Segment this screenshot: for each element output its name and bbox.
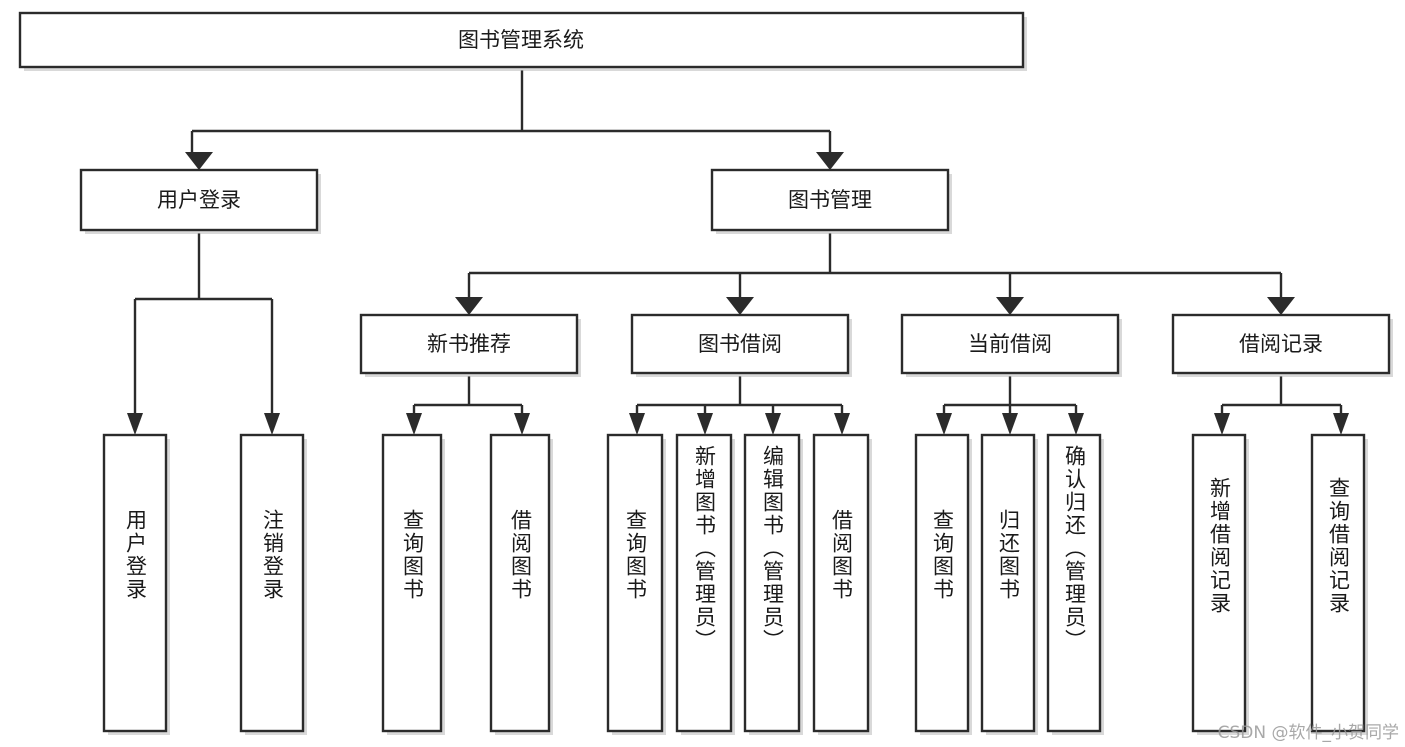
arrowhead-leaf-user-login	[127, 413, 143, 435]
node-leaf-user-login[interactable]	[102, 433, 170, 735]
root-box	[18, 11, 1025, 69]
node-leaf-user-logout[interactable]	[239, 433, 307, 735]
node-leaf-query-book-1[interactable]	[381, 433, 445, 735]
arrowhead-leaf-borrow-book-1	[514, 413, 530, 435]
node-leaf-return-book[interactable]	[980, 433, 1038, 735]
arrowhead-leaf-return-book	[1002, 413, 1018, 435]
user-login-label: 用户登录	[157, 188, 241, 212]
node-borrow-record[interactable]: 借阅记录	[1171, 313, 1393, 377]
root-label: 图书管理系统	[458, 28, 584, 52]
arrowhead-layer	[127, 152, 1349, 435]
arrowhead-leaf-confirm-return	[1068, 413, 1084, 435]
node-leaf-query-book-2[interactable]	[606, 433, 666, 735]
node-leaf-add-book[interactable]	[675, 433, 735, 735]
book-borrow-label: 图书借阅	[698, 332, 782, 356]
arrowhead-current-borrow	[996, 297, 1024, 315]
book-borrow-box	[630, 313, 850, 375]
node-user-login[interactable]: 用户登录	[79, 168, 321, 234]
arrowhead-leaf-edit-book	[765, 413, 781, 435]
node-leaf-edit-book[interactable]	[743, 433, 803, 735]
arrowhead-leaf-query-book-1	[406, 413, 422, 435]
node-book-manage[interactable]: 图书管理	[710, 168, 952, 234]
arrowhead-leaf-add-book	[697, 413, 713, 435]
node-leaf-query-record[interactable]	[1310, 433, 1368, 735]
leaf-node-layer	[102, 433, 1368, 735]
book-manage-label: 图书管理	[788, 188, 872, 212]
node-leaf-add-record[interactable]	[1191, 433, 1249, 735]
arrowhead-new-book-rec	[455, 297, 483, 315]
arrowhead-book-manage	[816, 152, 844, 170]
arrowhead-leaf-query-book-3	[936, 413, 952, 435]
arrowhead-leaf-borrow-book-2	[834, 413, 850, 435]
new-book-rec-label: 新书推荐	[427, 332, 511, 356]
node-leaf-borrow-book-1[interactable]	[489, 433, 553, 735]
borrow-record-label: 借阅记录	[1239, 332, 1323, 356]
user-login-box	[79, 168, 319, 232]
arrowhead-leaf-query-record	[1333, 413, 1349, 435]
arrowhead-book-borrow	[726, 297, 754, 315]
arrowhead-leaf-add-record	[1214, 413, 1230, 435]
node-root[interactable]: 图书管理系统	[18, 11, 1027, 71]
book-manage-box	[710, 168, 950, 232]
node-new-book-rec[interactable]: 新书推荐	[359, 313, 581, 377]
node-book-borrow[interactable]: 图书借阅	[630, 313, 852, 377]
node-current-borrow[interactable]: 当前借阅	[900, 313, 1122, 377]
arrowhead-borrow-record	[1267, 297, 1295, 315]
arrowhead-leaf-query-book-2	[629, 413, 645, 435]
current-borrow-label: 当前借阅	[968, 332, 1052, 356]
node-leaf-confirm-return[interactable]	[1046, 433, 1104, 735]
edge-layer	[133, 70, 1343, 413]
new-book-rec-box	[359, 313, 579, 375]
arrowhead-user-login	[185, 152, 213, 170]
node-leaf-borrow-book-2[interactable]	[812, 433, 872, 735]
node-leaf-query-book-3[interactable]	[914, 433, 972, 735]
current-borrow-box	[900, 313, 1120, 375]
arrowhead-leaf-user-logout	[264, 413, 280, 435]
borrow-record-box	[1171, 313, 1391, 375]
